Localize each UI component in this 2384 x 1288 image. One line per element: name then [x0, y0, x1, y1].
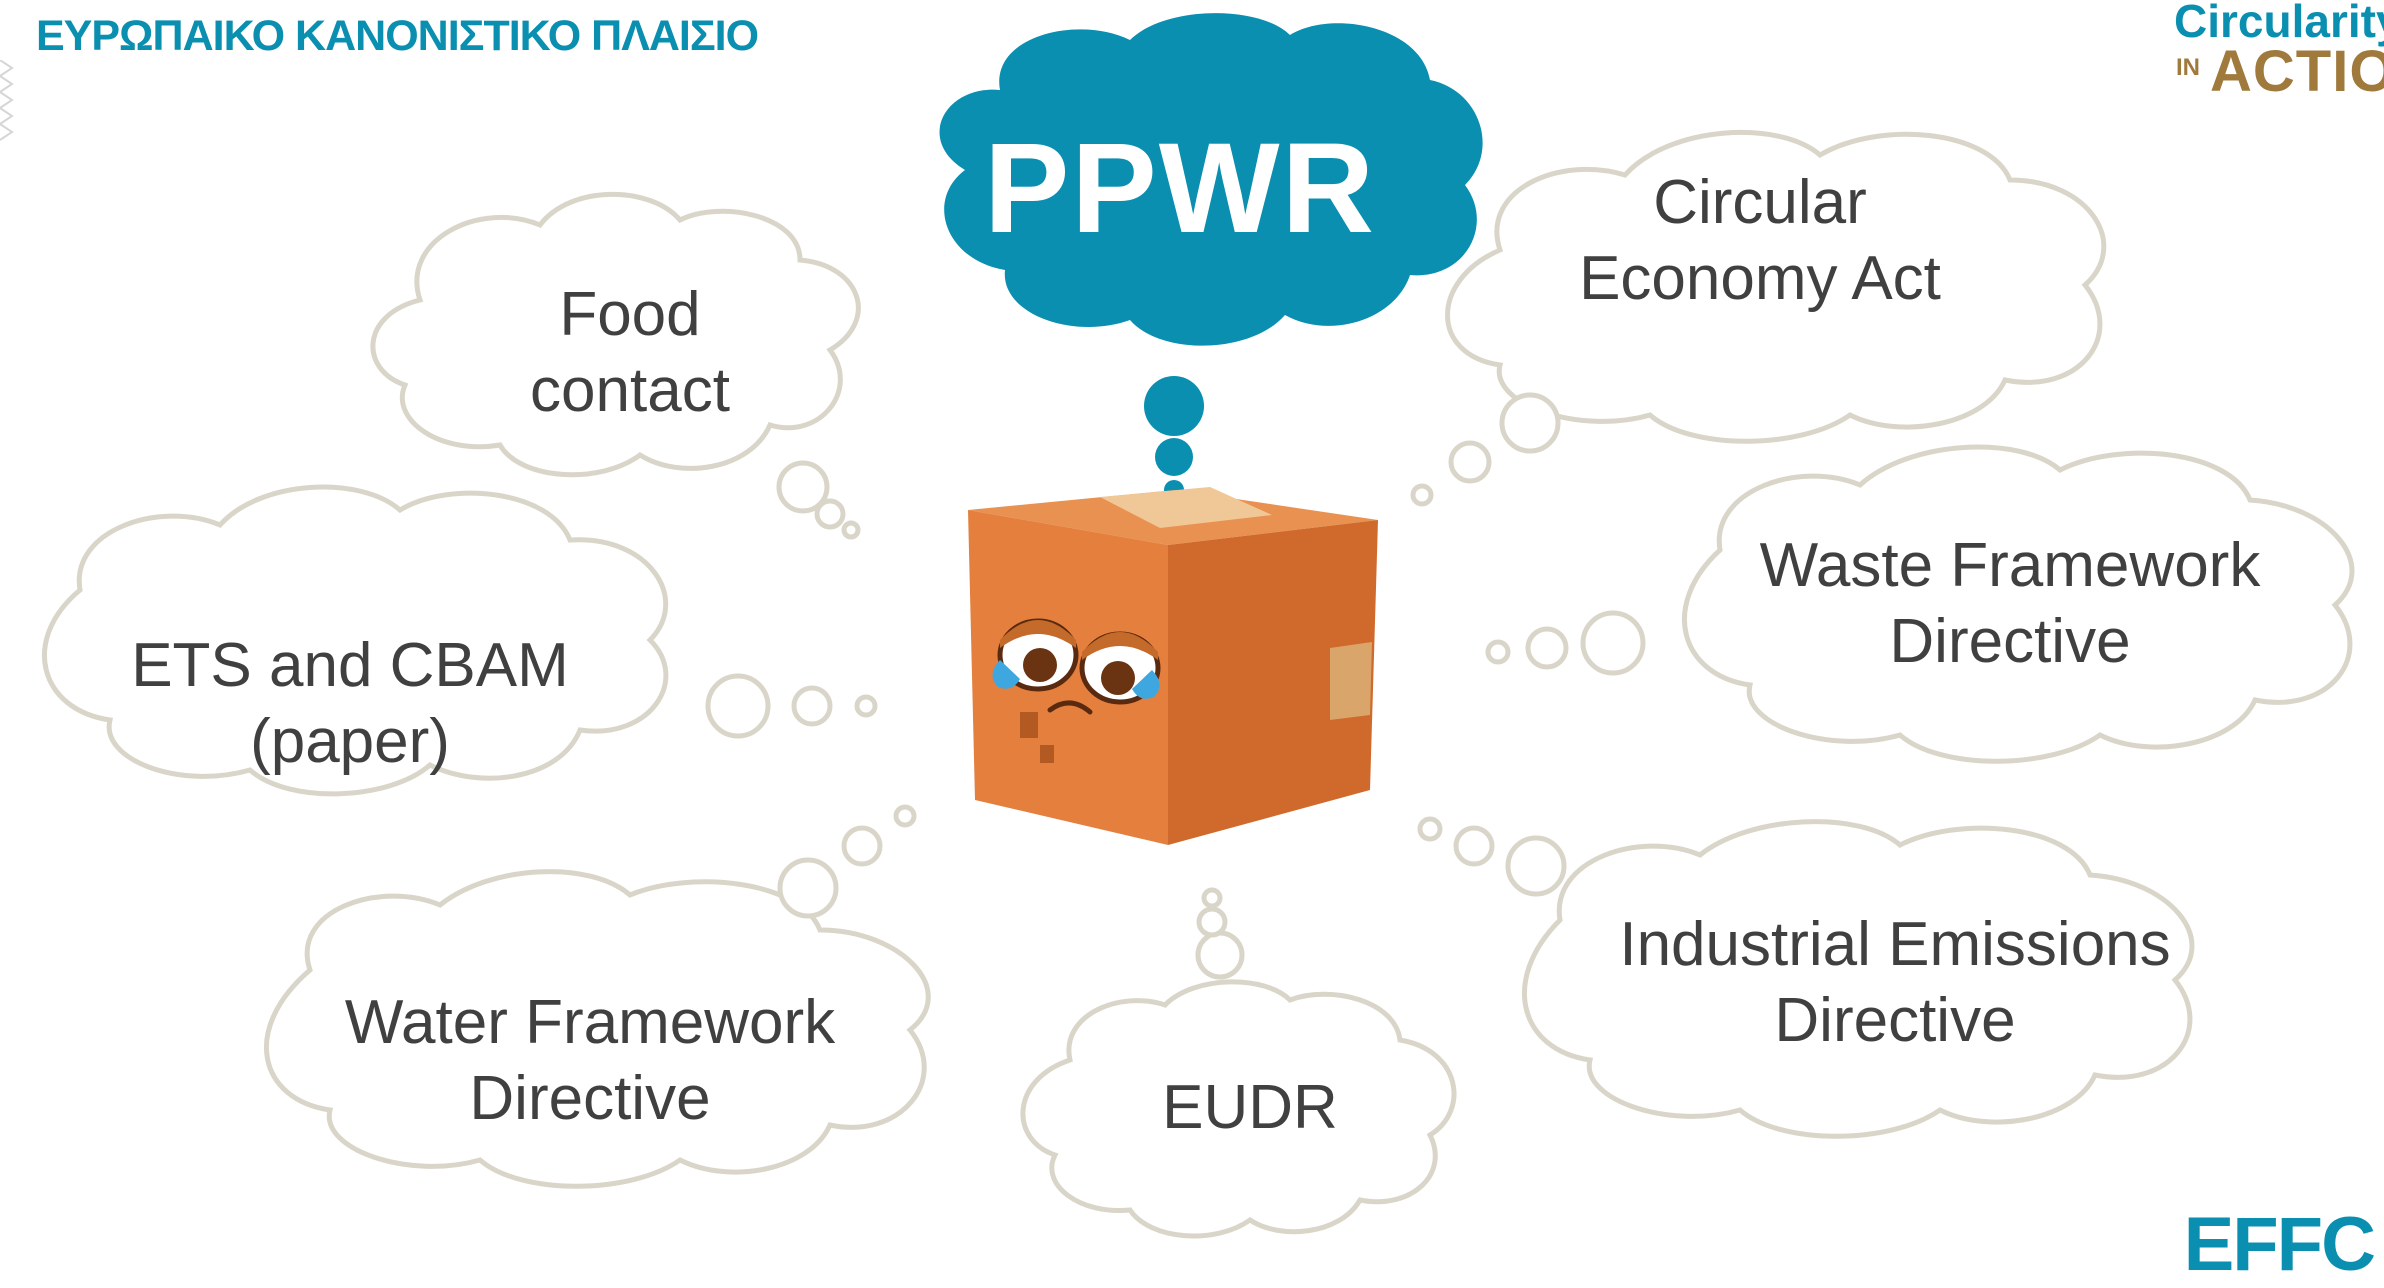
industrial-emissions-text: Industrial Emissions Directive — [1570, 907, 2220, 1059]
effc-logo: EFFC — [2183, 1202, 2376, 1287]
food-contact-line2: contact — [530, 356, 730, 425]
ets-cbam-line2: (paper) — [250, 707, 450, 776]
logo-line1: Circularity — [2174, 0, 2384, 47]
eudr-text: EUDR — [1090, 1070, 1410, 1146]
thought-cloud-scene — [41, 13, 2355, 1239]
circular-economy-text: Circular Economy Act — [1520, 165, 2000, 317]
cloud-ppwr — [939, 13, 1483, 500]
waste-framework-line2: Directive — [1889, 607, 2131, 676]
cloud-ets-cbam — [41, 484, 878, 797]
water-framework-line2: Directive — [469, 1064, 711, 1133]
waste-framework-line1: Waste Framework — [1759, 531, 2261, 600]
industrial-emissions-line2: Directive — [1774, 986, 2016, 1055]
cloud-waste-framework — [1485, 444, 2355, 764]
ets-cbam-text: ETS and CBAM (paper) — [100, 628, 600, 780]
edge-decoration — [0, 60, 14, 141]
circularity-in-action-logo: Circularity IN ACTION — [2084, 0, 2384, 114]
ets-cbam-line1: ETS and CBAM — [131, 631, 569, 700]
circular-economy-line1: Circular — [1653, 168, 1867, 237]
waste-framework-text: Waste Framework Directive — [1730, 528, 2290, 680]
food-contact-line1: Food — [559, 280, 701, 349]
circular-economy-line2: Economy Act — [1579, 244, 1941, 313]
cloud-circular-economy — [1410, 129, 2107, 507]
eudr-line1: EUDR — [1162, 1073, 1338, 1142]
logo-line2-prefix: IN — [2176, 54, 2200, 81]
sad-box-illustration — [968, 487, 1378, 845]
cloud-eudr — [1020, 887, 1457, 1239]
industrial-emissions-line1: Industrial Emissions — [1619, 910, 2171, 979]
water-framework-line1: Water Framework — [344, 988, 836, 1057]
cloud-water-framework — [263, 804, 931, 1189]
food-contact-text: Food contact — [470, 277, 790, 429]
page-title: ΕΥΡΩΠΑΙΚΟ ΚΑΝΟΝΙΣΤΙΚΟ ΠΛΑΙΣΙΟ — [36, 12, 759, 60]
cloud-industrial-emissions — [1417, 816, 2195, 1139]
logo-line2: ACTION — [2210, 39, 2384, 104]
ppwr-label: PPWR — [984, 117, 1376, 260]
water-framework-text: Water Framework Directive — [310, 985, 870, 1137]
cloud-food-contact — [370, 191, 861, 540]
